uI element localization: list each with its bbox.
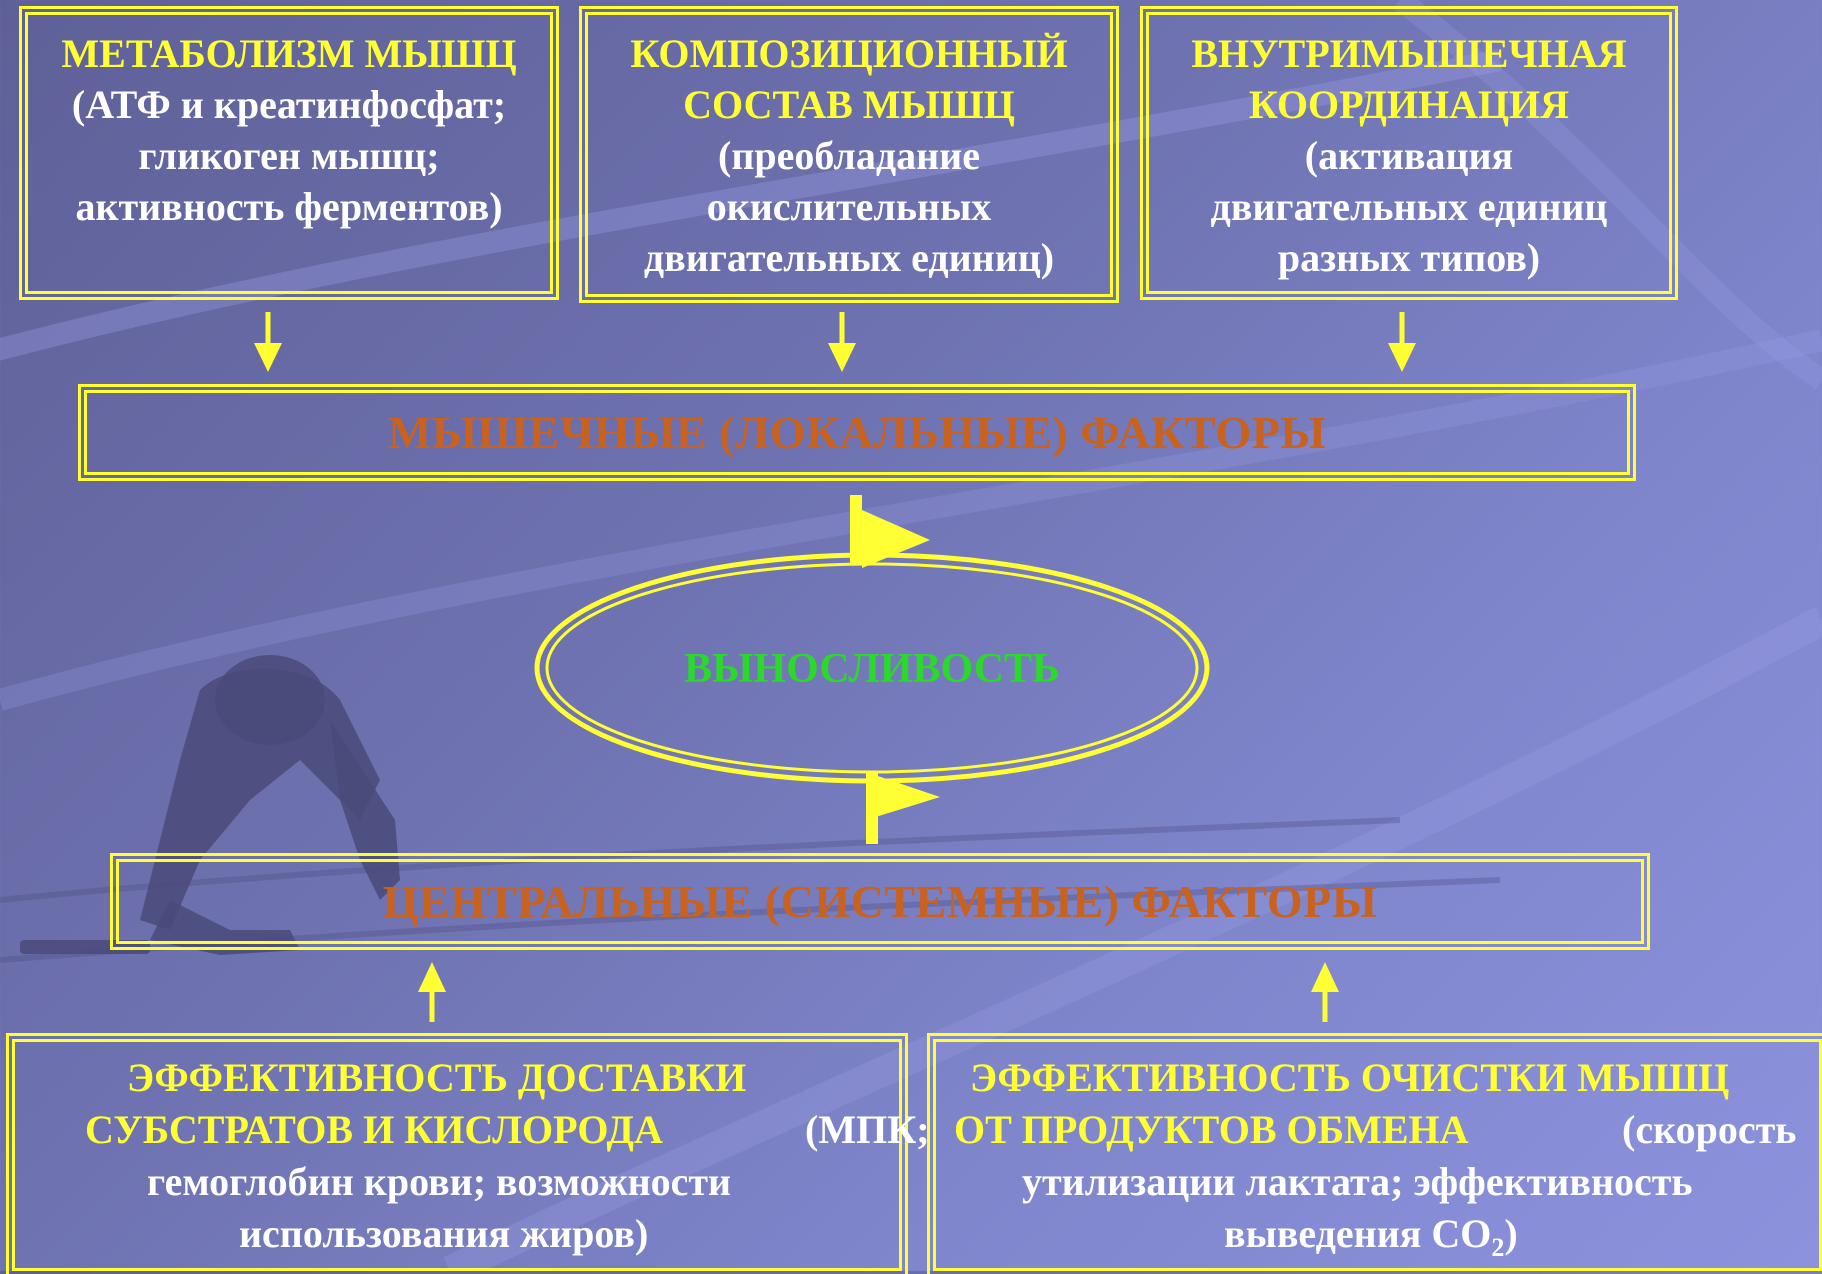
delivery-title-1: ЭФФЕКТИВНОСТЬ ДОСТАВКИ	[127, 1055, 747, 1100]
composition-detail-2: окислительных	[706, 184, 992, 229]
delivery-detail-1: (МПК;	[805, 1107, 930, 1152]
endurance-label: ВЫНОСЛИВОСТЬ	[684, 646, 1060, 692]
clearance-detail-3: выведения СО2)	[1224, 1208, 1518, 1274]
coordination-title-1: ВНУТРИМЫШЕЧНАЯ	[1191, 31, 1627, 76]
clearance-detail-3-close: )	[1504, 1211, 1518, 1256]
clearance-title-1: ЭФФЕКТИВНОСТЬ ОЧИСТКИ МЫШЦ	[970, 1055, 1730, 1100]
delivery-detail-2: гемоглобин крови; возможности	[147, 1159, 732, 1204]
coordination-detail-1: (активация	[1304, 133, 1514, 178]
central-factors-band: ЦЕНТРАЛЬНЫЕ (СИСТЕМНЫЕ) ФАКТОРЫ	[110, 853, 1650, 950]
coordination-detail-3: разных типов)	[1277, 235, 1541, 280]
coordination-detail-2: двигательных единиц	[1210, 184, 1608, 229]
composition-box: КОМПОЗИЦИОННЫЙ СОСТАВ МЫШЦ (преобладание…	[579, 6, 1119, 303]
metabolism-detail-3: активность ферментов)	[75, 184, 503, 229]
coordination-box: ВНУТРИМЫШЕЧНАЯ КООРДИНАЦИЯ (активация дв…	[1140, 6, 1678, 300]
clearance-detail-2: утилизации лактата; эффективность	[1022, 1159, 1693, 1204]
muscle-factors-label: МЫШЕЧНЫЕ (ЛОКАЛЬНЫЕ) ФАКТОРЫ	[387, 407, 1327, 458]
clearance-detail-1: (скорость	[1622, 1107, 1797, 1152]
delivery-detail-3: использования жиров)	[239, 1211, 649, 1256]
muscle-factors-band: МЫШЕЧНЫЕ (ЛОКАЛЬНЫЕ) ФАКТОРЫ	[78, 384, 1636, 481]
delivery-title-2: СУБСТРАТОВ И КИСЛОРОДА	[85, 1107, 663, 1152]
composition-title-2: СОСТАВ МЫШЦ	[683, 82, 1015, 127]
clearance-title-2: ОТ ПРОДУКТОВ ОБМЕНА	[954, 1107, 1469, 1152]
metabolism-detail-2: гликоген мышц;	[138, 133, 440, 178]
metabolism-detail-1: (АТФ и креатинфосфат;	[71, 82, 507, 127]
coordination-title-2: КООРДИНАЦИЯ	[1248, 82, 1570, 127]
delivery-efficiency-box: ЭФФЕКТИВНОСТЬ ДОСТАВКИ СУБСТРАТОВ И КИСЛ…	[6, 1033, 930, 1274]
clearance-efficiency-box: ЭФФЕКТИВНОСТЬ ОЧИСТКИ МЫШЦ ОТ ПРОДУКТОВ …	[927, 1033, 1822, 1274]
metabolism-box: МЕТАБОЛИЗМ МЫШЦ (АТФ и креатинфосфат; гл…	[19, 6, 559, 300]
composition-detail-1: (преобладание	[718, 133, 980, 178]
composition-title-1: КОМПОЗИЦИОННЫЙ	[630, 31, 1068, 76]
clearance-detail-3-text: выведения СО	[1224, 1211, 1492, 1256]
composition-detail-3: двигательных единиц)	[643, 235, 1055, 280]
co2-subscript: 2	[1491, 1233, 1505, 1262]
metabolism-title: МЕТАБОЛИЗМ МЫШЦ	[61, 31, 517, 76]
central-factors-label: ЦЕНТРАЛЬНЫЕ (СИСТЕМНЫЕ) ФАКТОРЫ	[382, 876, 1378, 927]
